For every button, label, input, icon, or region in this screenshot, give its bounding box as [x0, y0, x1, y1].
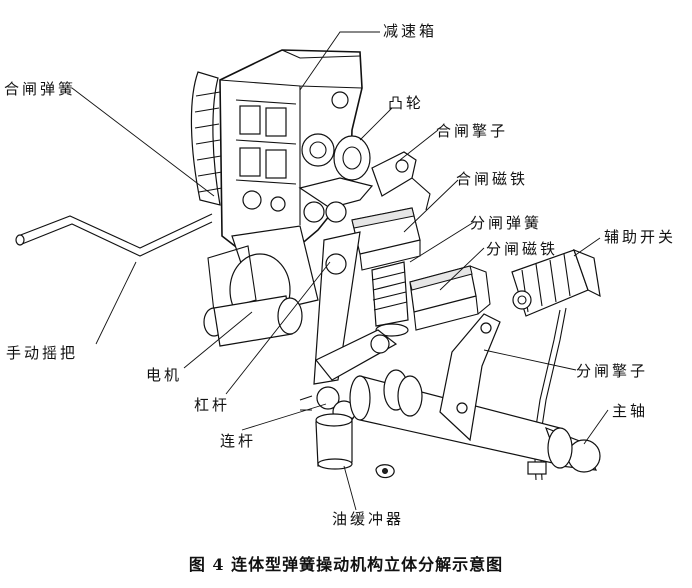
- cam-drawing: [298, 135, 374, 223]
- figure-caption: 图 4 连体型弹簧操动机构立体分解示意图: [188, 555, 504, 574]
- hand-crank-drawing: [15, 213, 213, 257]
- motor-drawing: [203, 225, 319, 347]
- closing-magnet-drawing: [351, 207, 421, 271]
- closing-spring-drawing: [190, 71, 223, 206]
- label-lever: 杠杆: [194, 396, 231, 414]
- label-hand-crank: 手动摇把: [6, 344, 79, 362]
- closing-pawl-drawing: [371, 151, 431, 211]
- oil-buffer-drawing: [315, 413, 395, 479]
- leader-lines: [71, 31, 609, 511]
- lever-linkage-drawing: [299, 231, 398, 424]
- label-opening-magnet: 分闸磁铁: [486, 240, 559, 258]
- label-closing-magnet: 合闸磁铁: [456, 170, 529, 188]
- label-cam: 凸轮: [388, 94, 425, 112]
- label-motor: 电机: [146, 366, 183, 384]
- label-main-shaft: 主轴: [612, 402, 649, 420]
- label-reduction-box: 减速箱: [383, 22, 438, 40]
- label-opening-spring: 分闸弹簧: [470, 214, 543, 232]
- label-oil-buffer: 油缓冲器: [332, 510, 405, 528]
- label-closing-spring: 合闸弹簧: [4, 80, 77, 98]
- opening-magnet-drawing: [409, 265, 491, 331]
- aux-switch-drawing: [511, 248, 601, 481]
- opening-pawl-drawing: [439, 313, 501, 442]
- reduction-box-drawing: [219, 49, 363, 253]
- label-closing-pawl: 合闸擎子: [436, 122, 509, 140]
- label-aux-switch: 辅助开关: [604, 228, 677, 246]
- label-link-rod: 连杆: [220, 432, 257, 450]
- opening-spring-drawing: [371, 261, 409, 337]
- label-opening-pawl: 分闸擎子: [576, 362, 649, 380]
